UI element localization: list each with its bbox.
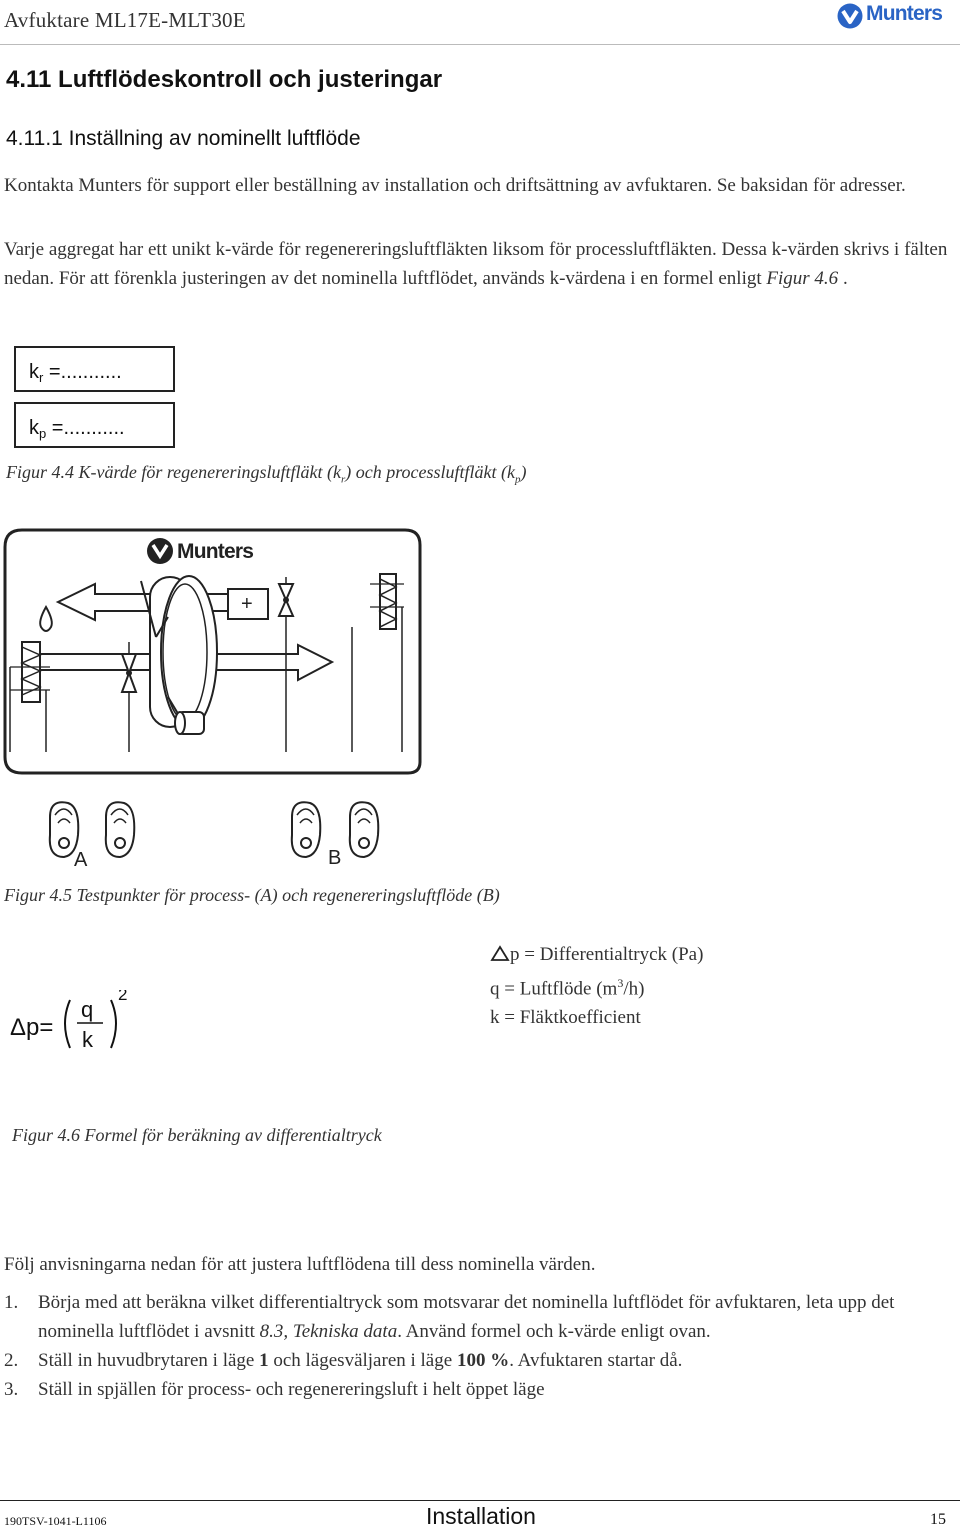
legend-q-superscript: 3	[617, 976, 624, 990]
regeneration-damper-icon	[277, 577, 295, 752]
kr-field: kr =...........	[14, 346, 175, 392]
caption-part: Figur 4.4 K-värde för regenereringsluftf…	[6, 462, 341, 482]
step-3-number: 3.	[4, 1379, 19, 1400]
legend-q-text: q = Luftflöde (m	[490, 978, 618, 1000]
label-b: B	[328, 847, 341, 869]
schematic-logo-text: Munters	[177, 540, 253, 563]
legend-q-unit: /h)	[623, 978, 645, 1000]
caption-part: )	[520, 462, 527, 482]
section-heading: 4.11 Luftflödeskontroll och justeringar	[6, 66, 443, 93]
document-code: 190TSV-1041-L1106	[4, 1514, 107, 1528]
page-number: 15	[930, 1511, 946, 1528]
step-2: 2. Ställ in huvudbrytaren i läge 1 och l…	[4, 1346, 960, 1375]
formula-exponent: 2	[118, 990, 127, 1004]
document-title: Avfuktare ML17E-MLT30E	[4, 8, 246, 32]
kp-subscript: p	[39, 426, 47, 441]
test-point-a1	[48, 801, 80, 859]
header-rule	[0, 44, 960, 45]
water-drop-icon	[39, 604, 53, 632]
dehumidifier-schematic: Munters +	[3, 528, 422, 871]
step-2-part: Ställ in huvudbrytaren i läge	[38, 1350, 260, 1371]
subsection-heading: 4.11.1 Inställning av nominellt luftflöd…	[6, 127, 361, 150]
munters-logo: Munters	[836, 2, 958, 30]
label-a: A	[74, 849, 88, 871]
munters-logo-icon	[837, 3, 863, 29]
legend-dp: p = Differentialtryck (Pa)	[490, 940, 703, 969]
step-2-text: Ställ in huvudbrytaren i läge 1 och läge…	[38, 1346, 682, 1375]
selector-position: 100 %	[456, 1350, 510, 1371]
svg-text:+: +	[241, 593, 253, 615]
process-filter-icon	[9, 641, 50, 752]
figure-reference: Figur 4.6	[766, 268, 839, 289]
schematic-logo: Munters	[147, 538, 254, 564]
desiccant-rotor	[140, 575, 218, 729]
kp-symbol: k	[29, 417, 39, 439]
test-point-b2	[348, 801, 380, 859]
process-damper-icon	[120, 642, 138, 752]
kp-value: =...........	[46, 417, 125, 439]
unit-housing	[3, 528, 422, 775]
step-3: 3. Ställ in spjällen för process- och re…	[4, 1375, 960, 1404]
caption-subscript-p: p	[515, 473, 521, 486]
heater-icon	[227, 588, 269, 620]
figure-4-6-caption: Figur 4.6 Formel för beräkning av differ…	[12, 1125, 382, 1145]
munters-logo-text: Munters	[866, 2, 943, 25]
legend-k: k = Fläktkoefficient	[490, 1007, 641, 1029]
intro-paragraph-2: Varje aggregat har ett unikt k-värde för…	[4, 235, 954, 293]
kr-subscript: r	[39, 370, 44, 385]
rotor-motor	[167, 696, 205, 735]
kr-value: =...........	[43, 361, 122, 383]
instructions-lead: Följ anvisningarna nedan för att justera…	[4, 1254, 596, 1275]
step-1-text: Börja med att beräkna vilket differentia…	[38, 1288, 960, 1346]
figure-4-5-caption: Figur 4.5 Testpunkter för process- (A) o…	[4, 885, 500, 905]
differential-pressure-formula: Δp= q k 2	[10, 990, 127, 1052]
formula-numerator: q	[81, 997, 93, 1022]
test-point-a2	[104, 801, 136, 859]
figure-4-4-caption: Figur 4.4 K-värde för regenereringsluftf…	[6, 462, 527, 486]
step-1-part: Börja med att beräkna vilket differentia…	[38, 1292, 895, 1342]
formula-denominator: k	[82, 1027, 94, 1052]
test-point-b1	[290, 801, 322, 859]
formula-lhs: Δp=	[10, 1014, 53, 1041]
footer-rule	[0, 1500, 960, 1501]
intro-paragraph-1: Kontakta Munters för support eller bestä…	[4, 175, 906, 196]
caption-subscript-r: r	[340, 473, 346, 486]
footer-section-title: Installation	[426, 1503, 536, 1529]
instructions: Följ anvisningarna nedan för att justera…	[4, 1254, 960, 1404]
kp-field: kp =...........	[14, 402, 175, 448]
step-2-part: och lägesväljaren i läge	[268, 1350, 457, 1371]
step-1: 1. Börja med att beräkna vilket differen…	[4, 1288, 960, 1346]
formula-legend: p = Differentialtryck (Pa) q = Luftflöde…	[490, 940, 703, 1032]
step-3-text: Ställ in spjällen för process- och regen…	[38, 1379, 545, 1400]
intro-text: Varje aggregat har ett unikt k-värde för…	[4, 239, 948, 289]
step-2-part: . Avfuktaren startar då.	[509, 1350, 683, 1371]
legend-q: q = Luftflöde (m3/h)	[490, 969, 703, 1003]
delta-icon	[490, 945, 510, 961]
kr-symbol: k	[29, 361, 39, 383]
intro-text-end: .	[838, 268, 848, 289]
legend-dp-text: p = Differentialtryck (Pa)	[510, 944, 704, 965]
caption-part: ) och processluftfläkt (k	[345, 462, 516, 482]
section-reference: 8.3, Tekniska data	[259, 1321, 398, 1342]
step-1-part: . Använd formel och k-värde enligt ovan.	[397, 1321, 711, 1342]
step-1-number: 1.	[4, 1292, 19, 1313]
switch-position: 1	[259, 1350, 269, 1371]
step-2-number: 2.	[4, 1350, 19, 1371]
regeneration-filter-icon	[370, 573, 404, 630]
